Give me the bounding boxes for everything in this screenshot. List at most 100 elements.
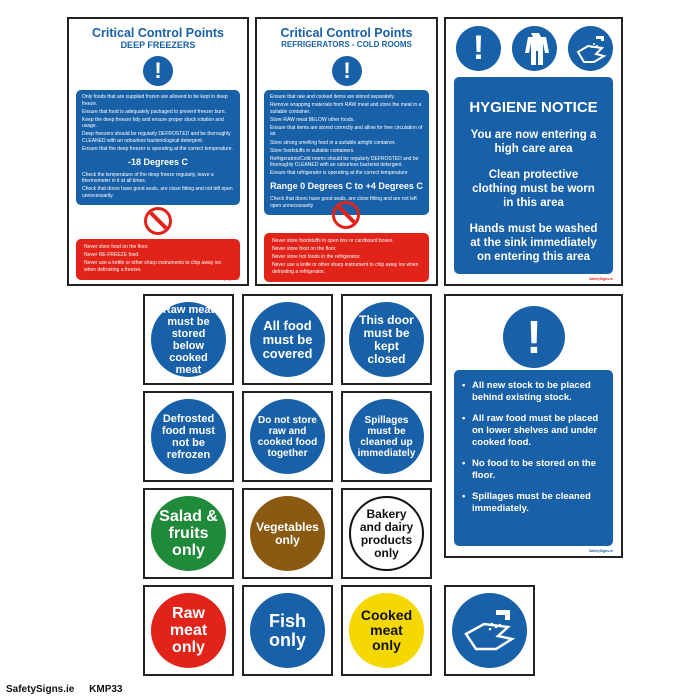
sign-line: Ensure that raw and cooked items are sto…	[270, 94, 395, 100]
sign-line: Deep freezers should be regularly DEFROS…	[82, 131, 231, 145]
wash-hands-icon	[568, 26, 613, 71]
brand-label: SafetySigns.ie	[589, 549, 613, 553]
bullet-item: Spillages must be cleaned immediately.•	[462, 491, 591, 514]
sign-subtitle: DEEP FREEZERS	[120, 40, 196, 50]
sign-text: Fish only	[268, 610, 306, 650]
sign-circle: Defrosted food must not be refrozen	[151, 399, 226, 474]
bullet-icon: •	[462, 380, 466, 391]
food-safety-sign: Vegetables only	[242, 488, 333, 579]
sign-text: Do not store raw and cooked food togethe…	[257, 414, 318, 459]
sign-text: Bakery and dairy products only	[359, 506, 414, 560]
sign-line: Ensure that items are stored correctly a…	[270, 124, 423, 138]
never-panel: Never store foodstuffs in open tins or c…	[264, 233, 429, 282]
sign-line: Check the temperature of the deep freeze…	[82, 171, 214, 185]
brand-label: SafetySigns.ie	[589, 277, 613, 281]
prohibition-icon	[144, 207, 172, 235]
stock-rotation-sign: ! All new stock to be placed behind exis…	[444, 294, 623, 558]
exclamation-icon: !	[456, 26, 501, 71]
temperature: Range 0 Degrees C to +4 Degrees C	[270, 181, 423, 192]
sign-text: Raw meat only	[169, 605, 208, 656]
food-safety-sign: Fish only	[242, 585, 333, 676]
sign-circle: Spillages must be cleaned up immediately	[349, 399, 424, 474]
sign-line: Remove wrapping materials from RAW meat …	[270, 102, 422, 115]
food-safety-sign: Defrosted food must not be refrozen	[143, 391, 234, 482]
exclamation-icon: !	[503, 306, 565, 368]
sign-line: Store foodstuffs in suitable containers.	[270, 147, 355, 154]
deep-freezers-sign: Critical Control Points DEEP FREEZERS ! …	[67, 17, 249, 286]
footer-code: KMP33	[89, 684, 123, 695]
exclamation-icon: !	[143, 56, 173, 86]
food-safety-sign: Raw meat only	[143, 585, 234, 676]
notice-panel: HYGIENE NOTICE You are now entering a hi…	[454, 77, 613, 274]
sign-circle: Bakery and dairy products only	[349, 496, 424, 571]
footer-brand: SafetySigns.ie	[6, 684, 75, 695]
sign-line: Store RAW meat BELOW other foods.	[270, 116, 355, 123]
sign-text: Vegetables only	[256, 519, 319, 547]
sign-circle: All food must be covered	[250, 302, 325, 377]
sign-line: Ensure that food is adequately packaged …	[82, 108, 226, 115]
sign-circle: This door must be kept closed	[349, 302, 424, 377]
bullet-icon: •	[462, 413, 466, 424]
sign-line: Never store food on the floor.	[272, 246, 337, 253]
footer: SafetySigns.ie KMP33	[6, 684, 123, 695]
sign-text: Defrosted food must not be refrozen	[161, 412, 216, 461]
food-safety-sign: Bakery and dairy products only	[341, 488, 432, 579]
notice-paragraph: Clean protective clothing must be worn i…	[472, 169, 595, 209]
sign-line: Store strong smelling food in a suitable…	[270, 139, 396, 146]
sign-line: Never store hot foods in the refrigerato…	[272, 254, 361, 261]
sign-subtitle: REFRIGERATORS - COLD ROOMS	[281, 40, 412, 49]
temperature: -18 Degrees C	[127, 156, 189, 167]
sign-circle: Vegetables only	[250, 496, 325, 571]
wash-hands-icon	[452, 593, 527, 668]
food-safety-sign: Cooked meat only	[341, 585, 432, 676]
sign-circle: Raw meat only	[151, 593, 226, 668]
sign-title: Critical Control Points	[92, 26, 224, 40]
food-safety-sign: Salad & fruits only	[143, 488, 234, 579]
sign-line: Ensure that the deep freezer is operatin…	[82, 146, 233, 153]
sign-line: Never store foodstuffs in open tins or c…	[272, 238, 394, 244]
notice-paragraph: You are now entering a high care area	[470, 129, 597, 155]
sign-line: Check that doors have good seals, are cl…	[82, 186, 233, 200]
bullets-panel: All new stock to be placed behind existi…	[454, 370, 613, 546]
protective-clothing-icon	[512, 26, 557, 71]
food-safety-sign: Spillages must be cleaned up immediately	[341, 391, 432, 482]
sign-line: Only foods that are supplied frozen are …	[82, 94, 228, 107]
sign-line: Never store food on the floor.	[84, 244, 149, 250]
wash-hands-sign	[444, 585, 535, 676]
notice-title: HYGIENE NOTICE	[469, 99, 598, 116]
sign-circle: Cooked meat only	[349, 593, 424, 668]
notice-paragraph: Hands must be washed at the sink immedia…	[469, 223, 598, 263]
bullet-icon: •	[462, 458, 466, 469]
rules-panel: Only foods that are supplied frozen are …	[76, 90, 240, 206]
bullet-icon: •	[462, 491, 466, 502]
exclamation-icon: !	[332, 56, 362, 86]
sign-text: Raw meat must be stored below cooked mea…	[162, 303, 215, 376]
food-safety-sign: All food must be covered	[242, 294, 333, 385]
sign-text: Salad & fruits only	[159, 508, 218, 559]
sign-circle: Salad & fruits only	[151, 496, 226, 571]
sign-title: Critical Control Points	[280, 26, 413, 40]
sign-text: Cooked meat only	[360, 607, 413, 653]
never-panel: Never store food on the floor. Never RE-F…	[76, 239, 240, 280]
prohibition-icon	[332, 201, 360, 229]
food-safety-sign: Do not store raw and cooked food togethe…	[242, 391, 333, 482]
bullet-item: All new stock to be placed behind existi…	[462, 380, 591, 403]
sign-line: Never use a knife or other sharp instrum…	[272, 262, 419, 275]
sign-line: Check that doors have good seals, are cl…	[270, 196, 417, 209]
sign-circle: Raw meat must be stored below cooked mea…	[151, 302, 226, 377]
sign-line: Refrigerators/Cold rooms should be regul…	[270, 155, 419, 169]
sign-line: Never RE-FREEZE food.	[84, 252, 140, 259]
brand-label: SafetySigns.ie	[215, 277, 239, 281]
food-safety-sign: Raw meat must be stored below cooked mea…	[143, 294, 234, 385]
sign-text: This door must be kept closed	[359, 312, 414, 366]
sign-line: Never use a kettle or other sharp instru…	[84, 260, 222, 273]
sign-line: Keep the deep freezer tidy and ensure pr…	[82, 116, 224, 130]
sign-line: Ensure that refrigerator is operating at…	[270, 170, 408, 177]
refrigerators-sign: Critical Control Points REFRIGERATORS - …	[255, 17, 438, 286]
food-safety-sign: This door must be kept closed	[341, 294, 432, 385]
sign-circle: Fish only	[250, 593, 325, 668]
rules-panel: Ensure that raw and cooked items are sto…	[264, 90, 429, 215]
bullet-item: All raw food must be placed on lower she…	[462, 413, 599, 448]
sign-text: All food must be covered	[262, 317, 313, 361]
sign-circle: Do not store raw and cooked food togethe…	[250, 399, 325, 474]
